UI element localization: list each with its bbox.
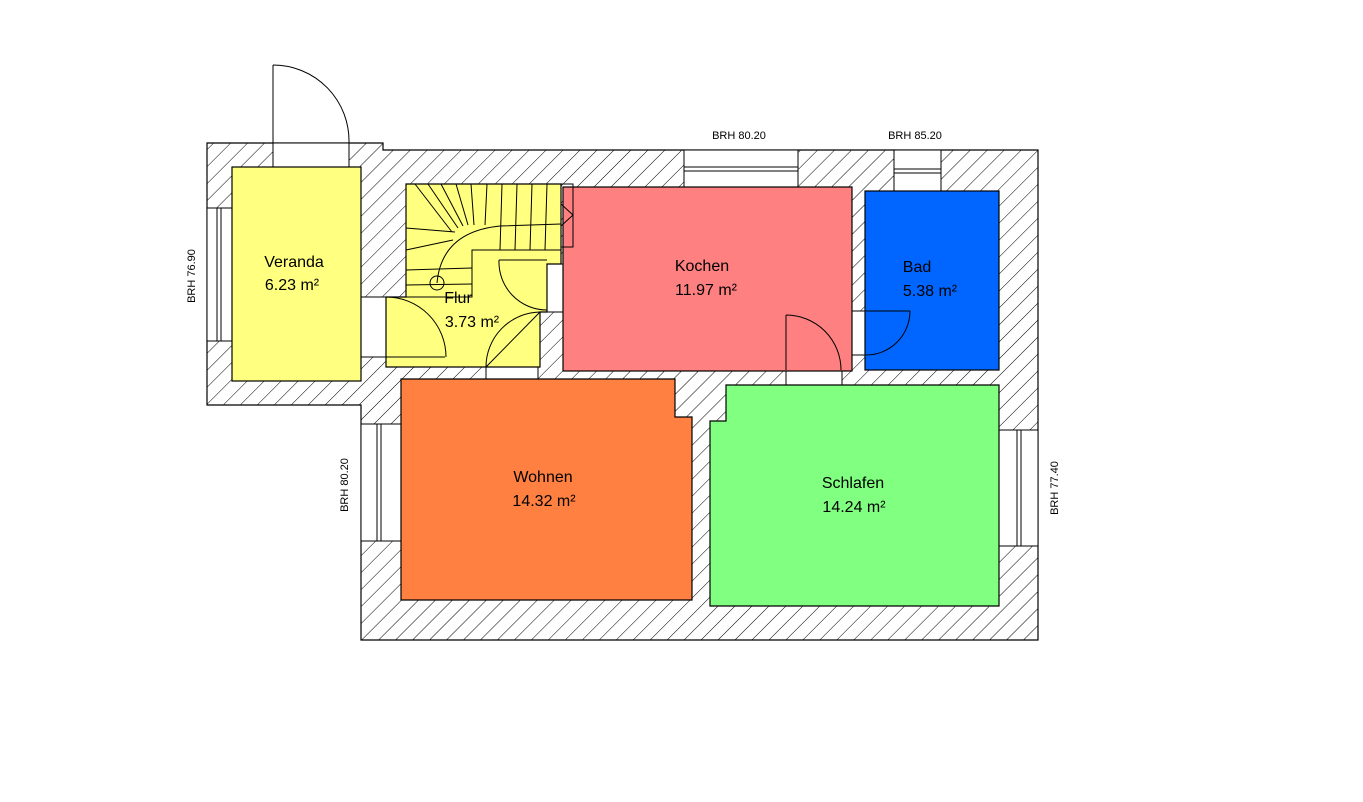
kochen-area: 11.97 m² (675, 282, 738, 299)
bad-name: Bad (903, 259, 931, 276)
flur-area: 3.73 m² (445, 314, 500, 331)
sill-height-labels: BRH 80.20 BRH 85.20 BRH 76.90 BRH 80.20 … (186, 130, 1061, 515)
schlafen-area: 14.24 m² (822, 499, 886, 516)
wohnen-name: Wohnen (513, 469, 572, 486)
brh-left-wohnen: BRH 80.20 (339, 458, 351, 512)
kochen-name: Kochen (675, 258, 729, 275)
room-wohnen[interactable] (400, 378, 693, 601)
room-veranda[interactable] (231, 166, 362, 382)
room-bad[interactable] (864, 190, 1000, 371)
stairs (405, 183, 574, 298)
schlafen-name: Schlafen (822, 475, 884, 492)
window-openings (206, 142, 1039, 547)
window-top-kochen (683, 149, 799, 188)
window-top-bad (893, 149, 942, 192)
window-right-schlafen (998, 429, 1039, 547)
veranda-area: 6.23 m² (265, 277, 320, 294)
flur-name: Flur (444, 290, 472, 307)
brh-top-kochen: BRH 80.20 (712, 130, 766, 142)
window-left-veranda (206, 207, 233, 342)
bad-area: 5.38 m² (903, 283, 958, 300)
door-swings (272, 64, 911, 371)
brh-left-veranda: BRH 76.90 (186, 249, 198, 303)
brh-right-schlafen: BRH 77.40 (1049, 461, 1061, 515)
room-schlafen[interactable] (709, 384, 1000, 607)
room-labels: Veranda 6.23 m² Flur 3.73 m² Kochen 11.9… (264, 254, 958, 516)
door-opening-veranda (272, 142, 350, 168)
stair-start-marker (429, 275, 445, 291)
veranda-name: Veranda (264, 254, 324, 271)
room-kochen[interactable] (562, 186, 853, 372)
brh-top-bad: BRH 85.20 (888, 130, 942, 142)
wohnen-area: 14.32 m² (512, 493, 576, 510)
